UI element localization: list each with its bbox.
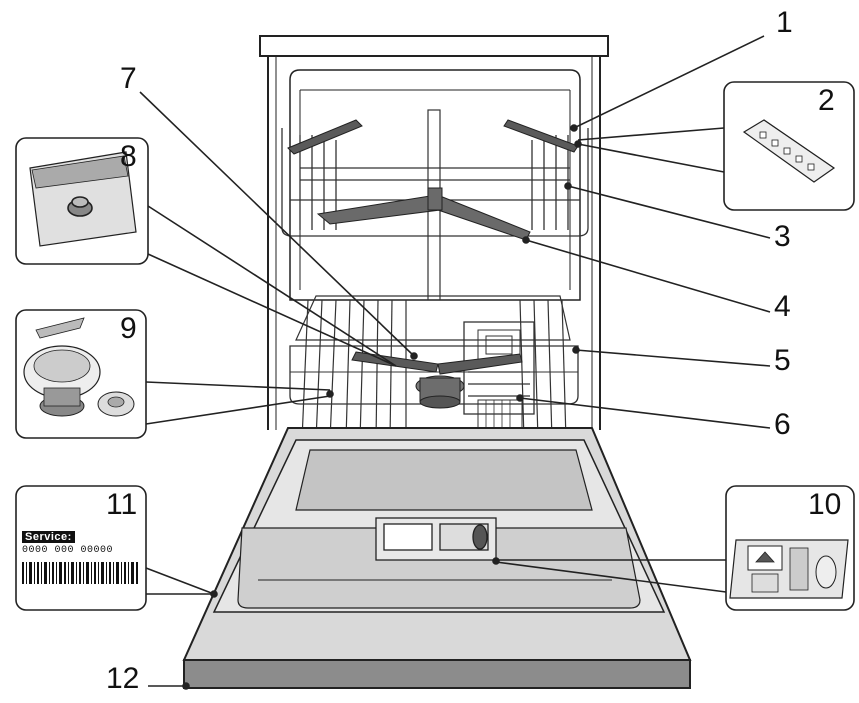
leader-2b	[577, 143, 725, 173]
marker-7	[410, 352, 418, 360]
detergent-dispenser	[375, 517, 497, 561]
leader-8b	[147, 253, 397, 367]
marker-1	[570, 124, 578, 132]
inset-11-rating-label	[15, 485, 147, 611]
lower-basket-tines	[301, 299, 567, 441]
marker-3	[564, 182, 572, 190]
callout-9: 9	[120, 312, 137, 345]
service-heading: Service:	[22, 531, 75, 543]
leader-5	[575, 349, 771, 367]
callout-11: 11	[106, 488, 138, 521]
marker-2	[574, 140, 582, 148]
top-worktop-strip	[259, 35, 609, 57]
filter-assembly	[415, 375, 465, 409]
barcode	[22, 562, 138, 584]
leader-10b	[495, 561, 727, 593]
leader-9b	[145, 395, 331, 425]
toe-kick	[183, 659, 691, 689]
leader-4	[525, 239, 771, 313]
open-door	[182, 427, 692, 689]
service-code: 0000 000 00000	[22, 545, 114, 556]
callout-2: 2	[818, 84, 835, 117]
cup-shelves	[287, 119, 579, 155]
cup-shelf-left	[287, 119, 363, 155]
callout-1: 1	[776, 6, 793, 39]
callout-8: 8	[120, 140, 137, 173]
cup-shelf-right	[503, 119, 579, 153]
lower-spray-arm	[351, 351, 523, 375]
callout-12: 12	[106, 662, 140, 695]
callout-10: 10	[808, 488, 842, 521]
leader-9a	[145, 381, 331, 391]
upper-basket-wires	[299, 135, 569, 230]
dishwasher-cabinet	[259, 35, 609, 430]
marker-6	[516, 394, 524, 402]
inset-8-filter-plate	[15, 137, 149, 265]
marker-11	[210, 590, 218, 598]
leader-2a	[577, 127, 725, 141]
leader-6	[519, 397, 771, 429]
callout-4: 4	[774, 290, 791, 323]
callout-3: 3	[774, 220, 791, 253]
upper-spray-arm	[316, 187, 531, 241]
callout-5: 5	[774, 344, 791, 377]
upper-basket	[281, 109, 589, 301]
leader-8a	[147, 205, 397, 367]
inset-2-cup-shelf	[723, 81, 855, 211]
leader-1	[573, 35, 765, 129]
leader-11a	[145, 567, 215, 595]
door-inner-panel	[237, 527, 641, 609]
tub-back-wall	[289, 69, 581, 301]
callout-6: 6	[774, 408, 791, 441]
marker-5	[572, 346, 580, 354]
marker-12	[182, 682, 190, 690]
leader-7	[139, 91, 415, 357]
leader-lines	[139, 35, 771, 690]
inset-10-dispenser	[725, 485, 855, 611]
marker-9	[326, 390, 334, 398]
callout-7: 7	[120, 62, 137, 95]
marker-4	[522, 236, 530, 244]
marker-10	[492, 557, 500, 565]
inset-9-filter-parts	[15, 309, 147, 439]
leader-3	[567, 185, 771, 239]
